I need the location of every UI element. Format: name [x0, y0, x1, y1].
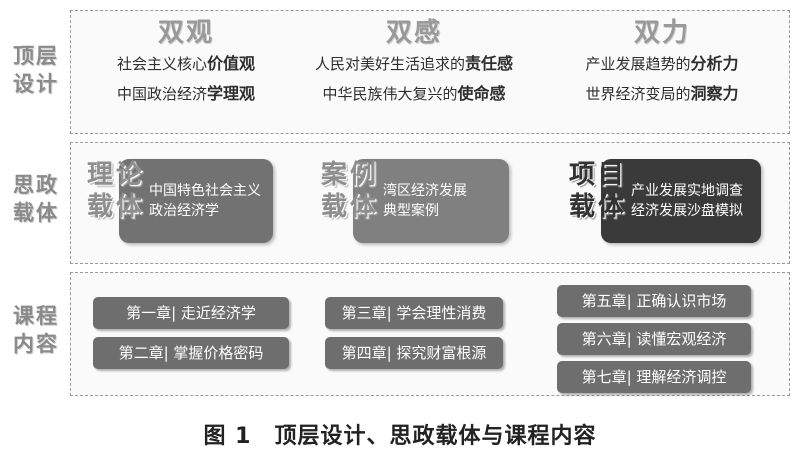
column-title: 双力 — [633, 18, 690, 48]
chapter-1: 第一章| 走近经济学 — [93, 297, 289, 329]
design-line: 世界经济变局的洞察力 — [585, 84, 739, 103]
column-shuanggan: 双感 人民对美好生活追求的责任感 中华民族伟大复兴的使命感 — [299, 17, 529, 109]
carrier-section: 中国特色社会主义 政治经济学 理论 载体 湾区经济发展 典型案例 案例 载体 产… — [70, 142, 790, 264]
side-label-carrier: 思政 载体 — [13, 173, 59, 225]
carrier-tag-project: 项目 载体 — [569, 160, 628, 222]
column-title: 双感 — [385, 18, 442, 48]
course-section: 第一章| 走近经济学 第二章| 掌握价格密码 第三章| 学会理性消费 第四章| … — [70, 272, 790, 396]
top-design-section: 双观 社会主义核心价值观 中国政治经济学理观 双感 人民对美好生活追求的责任感 … — [70, 10, 790, 134]
chapter-6: 第六章| 读懂宏观经济 — [557, 323, 751, 355]
chapter-2: 第二章| 掌握价格密码 — [93, 337, 289, 369]
design-line: 中国政治经济学理观 — [116, 84, 256, 103]
carrier-tag-theory: 理论 载体 — [87, 160, 146, 222]
design-line: 中华民族伟大复兴的使命感 — [322, 84, 506, 103]
figure-caption: 图 1 顶层设计、思政载体与课程内容 — [203, 424, 597, 449]
side-label-top-design: 顶层 设计 — [13, 44, 59, 96]
side-label-course: 课程 内容 — [13, 304, 59, 356]
carrier-box-case: 湾区经济发展 典型案例 — [353, 159, 509, 243]
chapter-5: 第五章| 正确认识市场 — [557, 285, 751, 317]
design-line: 产业发展趋势的分析力 — [585, 54, 739, 73]
column-shuangguan: 双观 社会主义核心价值观 中国政治经济学理观 — [91, 17, 281, 109]
carrier-box-theory: 中国特色社会主义 政治经济学 — [119, 159, 273, 243]
column-title: 双观 — [157, 18, 214, 48]
chapter-4: 第四章| 探究财富根源 — [325, 337, 503, 369]
chapter-7: 第七章| 理解经济调控 — [557, 361, 751, 393]
carrier-box-project: 产业发展实地调查 经济发展沙盘模拟 — [601, 159, 761, 243]
chapter-3: 第三章| 学会理性消费 — [325, 297, 503, 329]
carrier-tag-case: 案例 载体 — [321, 160, 380, 222]
design-line: 人民对美好生活追求的责任感 — [314, 54, 514, 73]
design-line: 社会主义核心价值观 — [116, 54, 256, 73]
column-shuangli: 双力 产业发展趋势的分析力 世界经济变局的洞察力 — [557, 17, 767, 109]
